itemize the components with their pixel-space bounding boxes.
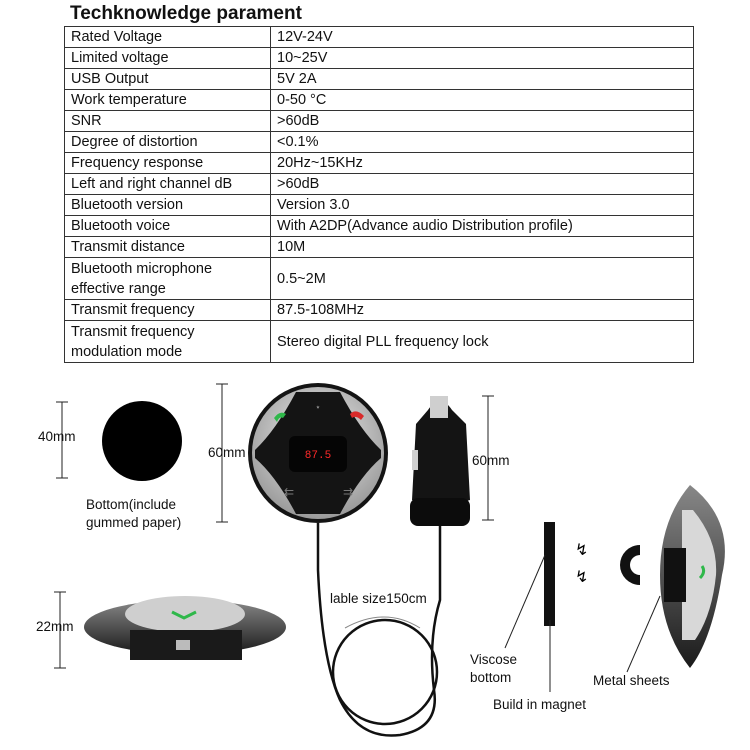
magnet-parts: ↯ ↯ bbox=[504, 485, 725, 692]
spec-key: Left and right channel dB bbox=[64, 173, 271, 195]
spec-value: 0.5~2M bbox=[270, 257, 694, 300]
car-charger bbox=[316, 395, 494, 737]
spec-key: Bluetooth microphone effective range bbox=[64, 257, 271, 300]
bottom-view bbox=[56, 401, 182, 481]
side-dim-label: 22mm bbox=[36, 619, 74, 634]
spec-value: Stereo digital PLL frequency lock bbox=[270, 320, 694, 363]
spec-row: USB Output 5V 2A bbox=[64, 68, 694, 90]
call-icon bbox=[274, 412, 286, 422]
spec-key: Transmit frequency bbox=[64, 299, 271, 321]
cable-length-label: lable size150cm bbox=[330, 591, 427, 606]
bottom-disc bbox=[102, 401, 182, 481]
spec-key: Transmit frequency modulation mode bbox=[64, 320, 271, 363]
spark-icon: ↯ bbox=[575, 569, 588, 586]
spark-icon: ↯ bbox=[575, 542, 588, 559]
spec-value: With A2DP(Advance audio Distribution pro… bbox=[270, 215, 694, 237]
bottom-dim-label: 40mm bbox=[38, 429, 76, 444]
spec-key: Transmit distance bbox=[64, 236, 271, 258]
metal-sheets-label: Metal sheets bbox=[593, 673, 670, 688]
spec-value: 5V 2A bbox=[270, 68, 694, 90]
device-side bbox=[54, 591, 286, 669]
spec-value: 0-50 °C bbox=[270, 89, 694, 111]
prev-icon: ⇇ bbox=[284, 485, 294, 499]
charger-dim-label: 60mm bbox=[472, 453, 510, 468]
device-dim-label: 60mm bbox=[208, 445, 246, 460]
page-title: Techknowledge parament bbox=[70, 3, 302, 24]
viscose-strip bbox=[544, 522, 555, 626]
bluetooth-icon: ⋆ bbox=[315, 402, 321, 412]
next-icon: ⇉ bbox=[343, 485, 353, 499]
magnet-label: Build in magnet bbox=[493, 697, 587, 712]
viscose-label: Viscose bottom bbox=[470, 652, 518, 685]
magnet-icon bbox=[620, 545, 640, 585]
frequency-display: 87.5 bbox=[305, 450, 331, 462]
device-front: ⇇ ⇉ ⋆ 87.5 bbox=[216, 383, 388, 523]
hangup-icon bbox=[350, 411, 364, 420]
bottom-caption: Bottom(include gummed paper) bbox=[86, 497, 182, 530]
